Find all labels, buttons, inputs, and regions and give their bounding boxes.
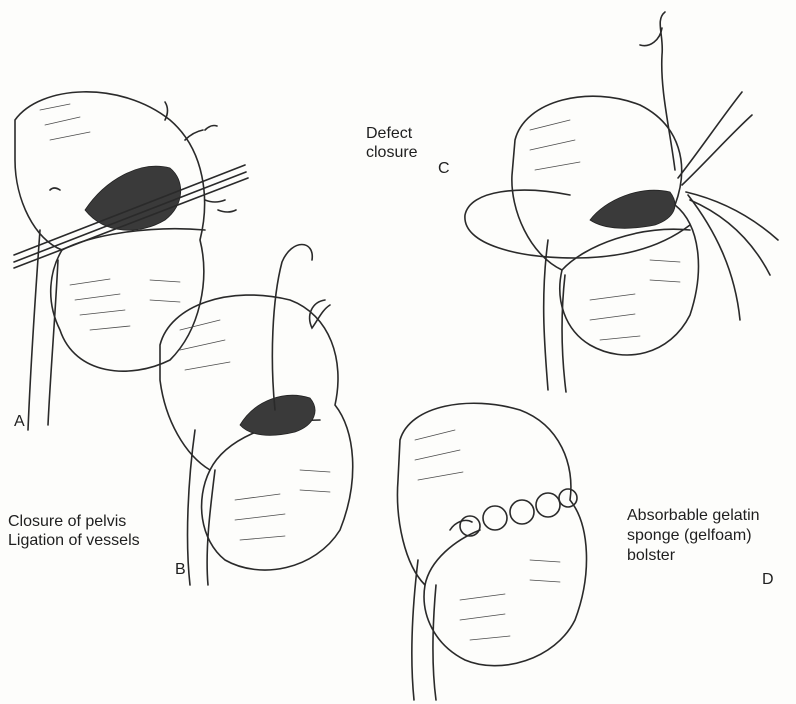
caption-d-line2: sponge (gelfoam) [627, 526, 752, 545]
kidney-a [14, 92, 248, 430]
panel-letter-b: B [175, 560, 186, 579]
kidney-b [160, 245, 353, 586]
kidney-d [397, 403, 586, 700]
gelfoam-bolster [450, 489, 577, 536]
panel-letter-a: A [14, 412, 25, 431]
caption-b-line1: Closure of pelvis [8, 512, 126, 531]
panel-letter-c: C [438, 159, 450, 178]
panel-letter-d: D [762, 570, 774, 589]
caption-d-line3: bolster [627, 546, 675, 565]
suture-strands-c [640, 12, 778, 320]
caption-d-line1: Absorbable gelatin [627, 506, 760, 525]
caption-b-line2: Ligation of vessels [8, 531, 140, 550]
caption-c-line1: Defect [366, 124, 412, 143]
caption-c-line2: closure [366, 143, 418, 162]
kidney-c [465, 12, 778, 392]
